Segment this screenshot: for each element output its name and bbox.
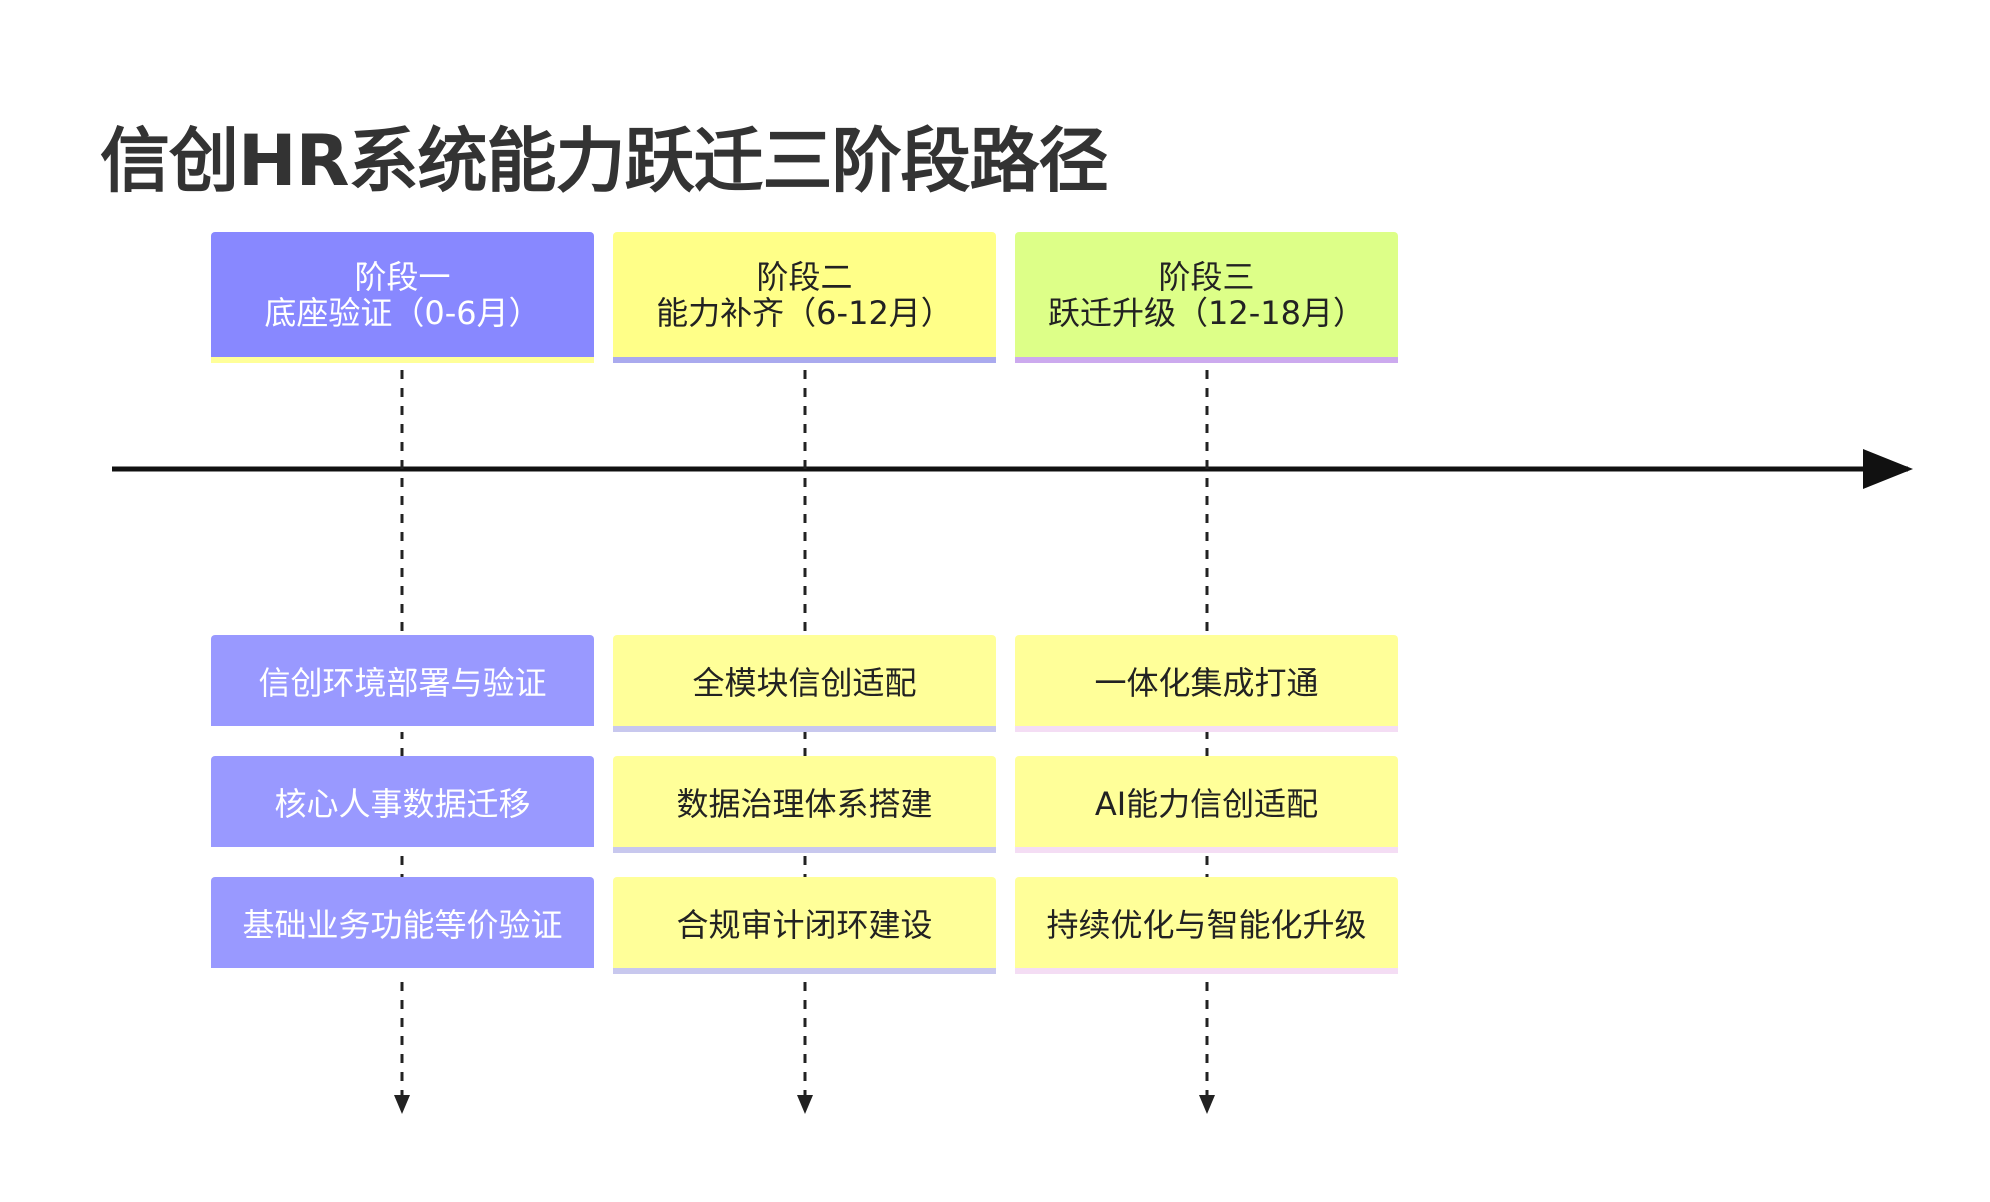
stage-3-item-1: 一体化集成打通: [1015, 635, 1398, 732]
stage-1-label: 阶段一: [354, 257, 451, 296]
stage-2-header: 阶段二 能力补齐（6-12月）: [613, 232, 996, 363]
stage-2-connector: [797, 370, 813, 1114]
stage-3-arrow-icon: [1199, 1095, 1215, 1114]
stage-2-label: 阶段二: [756, 257, 853, 296]
stage-1-connector: [394, 370, 410, 1114]
stage-1-period: 底座验证（0-6月）: [264, 293, 541, 332]
stage-2-item-2: 数据治理体系搭建: [613, 756, 996, 853]
stage-2-arrow-icon: [797, 1095, 813, 1114]
stage-1-arrow-icon: [394, 1095, 410, 1114]
stage-1-item-3: 基础业务功能等价验证: [211, 877, 594, 974]
stage-3-label: 阶段三: [1158, 257, 1255, 296]
stage-2-item-3: 合规审计闭环建设: [613, 877, 996, 974]
stage-1-header: 阶段一 底座验证（0-6月）: [211, 232, 594, 363]
stage-2-period: 能力补齐（6-12月）: [656, 293, 953, 332]
stage-1-item-2: 核心人事数据迁移: [211, 756, 594, 853]
stage-3-item-3: 持续优化与智能化升级: [1015, 877, 1398, 974]
stage-2-item-1: 全模块信创适配: [613, 635, 996, 732]
stage-3-connector: [1199, 370, 1215, 1114]
stage-1-item-1: 信创环境部署与验证: [211, 635, 594, 732]
stage-3-header: 阶段三 跃迁升级（12-18月）: [1015, 232, 1398, 363]
page-title: 信创HR系统能力跃迁三阶段路径: [100, 120, 1108, 202]
stage-3-period: 跃迁升级（12-18月）: [1048, 293, 1365, 332]
stage-3-item-2: AI能力信创适配: [1015, 756, 1398, 853]
